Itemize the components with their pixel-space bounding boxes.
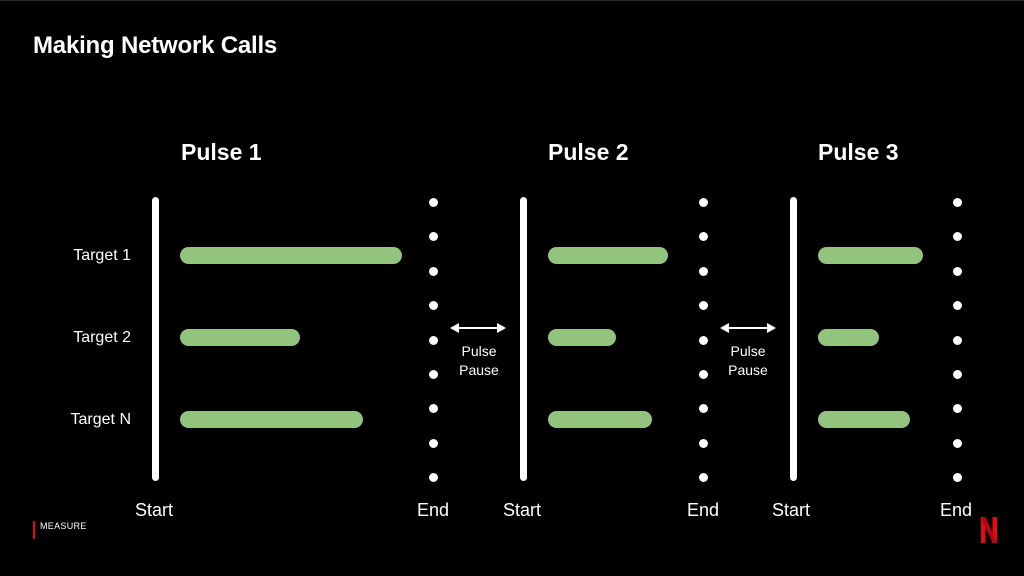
pulse-1-start-label: Start	[135, 500, 174, 520]
pulse-2-start-label: Start	[503, 500, 542, 520]
slide-title: Making Network Calls	[33, 32, 278, 59]
end-line-dot	[698, 198, 708, 207]
target-1-label: Target 1	[73, 247, 131, 264]
pulse-pause-2-label: Pulse Pause	[728, 343, 768, 378]
end-line-dot	[952, 438, 962, 448]
pulse-2-target-2-bar	[548, 329, 616, 346]
end-line-dot	[698, 370, 708, 379]
end-line-dot	[952, 370, 962, 379]
pulse-1-title: Pulse 1	[181, 139, 262, 165]
end-line-dot	[428, 438, 438, 448]
end-line-dot	[698, 232, 708, 242]
pulse-1-target-2-bar	[180, 329, 300, 346]
pulse-1-end-label: End	[417, 500, 450, 520]
pulse-2-target-1-bar	[548, 247, 668, 264]
end-line-dot	[698, 301, 708, 311]
netflix-logo-icon	[981, 517, 997, 543]
top-divider	[0, 0, 1024, 1]
pulse-1-start-line	[152, 197, 159, 481]
target-2-label: Target 2	[73, 329, 131, 346]
end-line-dot	[428, 232, 438, 242]
pulse-2-target-n-bar	[548, 411, 652, 428]
end-line-dot	[952, 266, 962, 276]
pulse-3-start-line	[790, 197, 797, 481]
pulse-pause-1-label: Pulse Pause	[459, 343, 499, 378]
pulse-pause-1-arrow-icon	[450, 323, 506, 333]
end-line-dot	[428, 266, 438, 276]
target-n-label: Target N	[70, 411, 131, 428]
pulse-1-target-1-bar	[180, 247, 402, 264]
end-line-dot	[952, 232, 962, 242]
end-line-dot	[428, 404, 438, 414]
end-line-dot	[428, 370, 438, 379]
end-line-dot	[698, 266, 708, 276]
footer-section-label: MEASURE	[40, 521, 87, 531]
pulse-3-title: Pulse 3	[818, 139, 899, 165]
footer-accent-bar	[33, 521, 35, 539]
end-line-dot	[952, 335, 962, 345]
pulse-3-target-n-bar	[818, 411, 910, 428]
end-line-dot	[428, 473, 438, 483]
end-line-dot	[428, 301, 438, 311]
pulse-3-target-2-bar	[818, 329, 879, 346]
pulse-3-start-label: Start	[772, 500, 811, 520]
end-line-dot	[698, 438, 708, 448]
end-line-dot	[698, 335, 708, 345]
pulse-1-target-n-bar	[180, 411, 363, 428]
pulse-pause-2-arrow-icon	[720, 323, 776, 333]
end-line-dot	[428, 198, 438, 207]
end-line-dot	[952, 301, 962, 311]
end-line-dot	[952, 198, 962, 207]
pulse-3-end-label: End	[940, 500, 973, 520]
end-line-dot	[698, 473, 708, 483]
end-line-dot	[428, 335, 438, 345]
pulse-2-end-label: End	[687, 500, 720, 520]
pulse-3-target-1-bar	[818, 247, 923, 264]
end-line-dot	[952, 473, 962, 483]
end-line-dot	[698, 404, 708, 414]
pulse-2-start-line	[520, 197, 527, 481]
end-line-dot	[952, 404, 962, 414]
pulse-2-title: Pulse 2	[548, 139, 629, 165]
